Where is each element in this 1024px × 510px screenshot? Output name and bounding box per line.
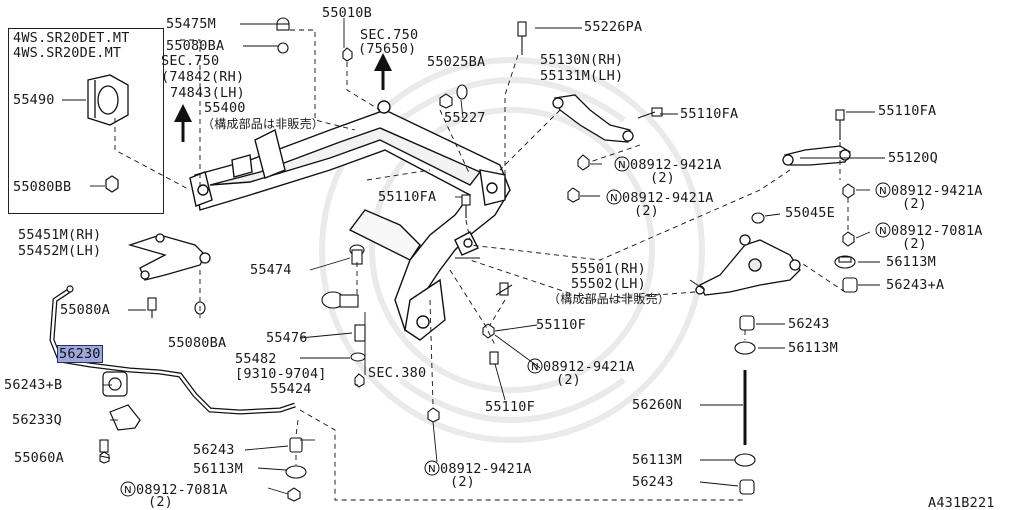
nut-n-icon: N bbox=[527, 358, 543, 374]
stabilizer-bar-56230 bbox=[49, 285, 296, 415]
svg-text:N: N bbox=[618, 160, 626, 171]
inset-title-1: 4WS.SR20DET.MT bbox=[13, 30, 130, 46]
nut-n-icon: N bbox=[120, 481, 136, 497]
watermark-emblem bbox=[319, 57, 705, 443]
variant-inset-box bbox=[8, 28, 164, 214]
nut-qty-5: (2) bbox=[556, 372, 581, 388]
part-label-55400[interactable]: 55400 bbox=[204, 100, 246, 116]
nut-n-icon: N bbox=[606, 189, 622, 205]
nut-qty-6: (2) bbox=[450, 474, 475, 490]
part-label-55227[interactable]: 55227 bbox=[444, 110, 486, 126]
part-label-55226PA[interactable]: 55226PA bbox=[584, 19, 643, 35]
nut-qty-2: (2) bbox=[634, 203, 659, 219]
nut-qty-7: (2) bbox=[148, 494, 173, 510]
part-label-55131M[interactable]: 55131M(LH) bbox=[540, 68, 624, 84]
nut-qty-1: (2) bbox=[650, 170, 675, 186]
part-label-56243B[interactable]: 56243+B bbox=[4, 377, 63, 393]
part-label-56113M-b[interactable]: 56113M bbox=[788, 340, 838, 356]
inset-nut-55080BB bbox=[105, 175, 119, 193]
part-label-55045E[interactable]: 55045E bbox=[785, 205, 835, 221]
part-label-55110F-b[interactable]: 55110F bbox=[485, 399, 535, 415]
part-label-55080BB[interactable]: 55080BB bbox=[13, 179, 72, 195]
part-label-55060A[interactable]: 55060A bbox=[14, 450, 64, 466]
part-label-55025BA[interactable]: 55025BA bbox=[427, 54, 486, 70]
nut-n-icon: N bbox=[875, 222, 891, 238]
nut-n-icon: N bbox=[875, 182, 891, 198]
part-label-56233Q[interactable]: 56233Q bbox=[12, 412, 62, 428]
part-label-56243-c[interactable]: 56243 bbox=[632, 474, 674, 490]
part-label-55452M[interactable]: 55452M(LH) bbox=[18, 243, 102, 259]
part-label-55120Q[interactable]: 55120Q bbox=[888, 150, 938, 166]
svg-text:N: N bbox=[531, 362, 539, 373]
inset-bushing-55490 bbox=[87, 74, 129, 126]
svg-text:N: N bbox=[879, 186, 887, 197]
part-label-55482[interactable]: 55482 bbox=[235, 351, 277, 367]
nut-qty-3: (2) bbox=[902, 196, 927, 212]
part-label-56113M-d[interactable]: 56113M bbox=[632, 452, 682, 468]
part-label-56230-selected[interactable]: 56230 bbox=[57, 345, 103, 363]
part-label-56113M-a[interactable]: 56113M bbox=[886, 254, 936, 270]
crossmember-55400 bbox=[189, 100, 511, 341]
svg-text:N: N bbox=[879, 226, 887, 237]
part-label-56243-a[interactable]: 56243 bbox=[788, 316, 830, 332]
part-label-56113M-c[interactable]: 56113M bbox=[193, 461, 243, 477]
part-label-55110FA-b[interactable]: 55110FA bbox=[878, 103, 937, 119]
part-label-55130N[interactable]: 55130N(RH) bbox=[540, 52, 624, 68]
leader-lines bbox=[62, 18, 885, 495]
svg-text:N: N bbox=[428, 464, 436, 475]
upper-arm-55120Q bbox=[782, 145, 851, 166]
sec-750-ref-a-line2: (74842(RH) bbox=[161, 69, 245, 85]
diagram-code: A431B221 bbox=[928, 495, 995, 510]
part-label-55080BA-b[interactable]: 55080BA bbox=[168, 335, 227, 351]
sec-380-ref[interactable]: SEC.380 bbox=[368, 365, 427, 381]
svg-text:N: N bbox=[124, 485, 132, 496]
part-label-55474[interactable]: 55474 bbox=[250, 262, 292, 278]
nut-n-icon: N bbox=[424, 460, 440, 476]
sec-750-ref-a-line3: 74843(LH) bbox=[170, 85, 245, 101]
fasteners bbox=[99, 17, 858, 502]
sec-750-ref-b[interactable]: SEC.750 bbox=[360, 27, 419, 43]
sec-750-ref-b-line2: (75650) bbox=[358, 41, 417, 57]
part-label-55110F-a[interactable]: 55110F bbox=[536, 317, 586, 333]
bushing-56243B bbox=[102, 371, 141, 431]
part-label-55080A[interactable]: 55080A bbox=[60, 302, 110, 318]
dashed-guides bbox=[114, 29, 849, 501]
part-label-55482-date: [9310-9704] bbox=[235, 366, 327, 382]
part-label-56243-b[interactable]: 56243 bbox=[193, 442, 235, 458]
part-label-55501[interactable]: 55501(RH) bbox=[571, 261, 646, 277]
part-label-55010B[interactable]: 55010B bbox=[322, 5, 372, 21]
nut-n-icon: N bbox=[614, 156, 630, 172]
inset-title-2: 4WS.SR20DE.MT bbox=[13, 45, 122, 61]
part-label-55424[interactable]: 55424 bbox=[270, 381, 312, 397]
part-label-55502[interactable]: 55502(LH) bbox=[571, 276, 646, 292]
link-55451M bbox=[127, 233, 211, 281]
nut-qty-4: (2) bbox=[902, 236, 927, 252]
lower-arm-55501 bbox=[695, 234, 801, 296]
svg-text:N: N bbox=[610, 193, 618, 204]
note-not-sold-55501: （構成部品は非販売） bbox=[548, 292, 671, 306]
note-not-sold-55400: （構成部品は非販売） bbox=[202, 117, 325, 131]
part-label-55475M[interactable]: 55475M bbox=[166, 16, 216, 32]
part-label-55476[interactable]: 55476 bbox=[266, 330, 308, 346]
part-label-55490[interactable]: 55490 bbox=[13, 92, 55, 108]
part-label-55451M[interactable]: 55451M(RH) bbox=[18, 227, 102, 243]
part-label-56260N[interactable]: 56260N bbox=[632, 397, 682, 413]
upper-arm-55130N bbox=[552, 94, 634, 143]
sec-750-ref-a[interactable]: SEC.750 bbox=[161, 53, 220, 69]
part-label-55110FA-c[interactable]: 55110FA bbox=[378, 189, 437, 205]
part-label-55080BA-top[interactable]: 55080BA bbox=[166, 38, 225, 54]
part-label-55110FA-a[interactable]: 55110FA bbox=[680, 106, 739, 122]
part-label-56243A-a[interactable]: 56243+A bbox=[886, 277, 945, 293]
